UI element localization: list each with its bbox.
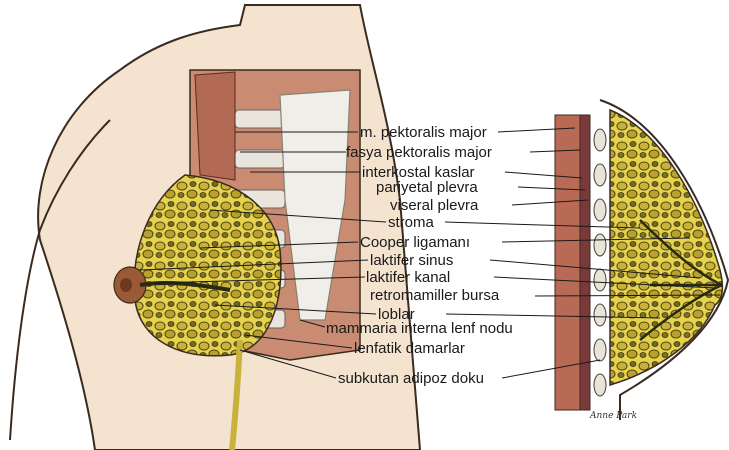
label-laktifer-kanal: laktifer kanal [366,269,450,286]
rib-section [594,339,606,361]
label-viseral-plevra: viseral plevra [390,197,479,214]
pleura-layer [580,115,590,410]
rib-section [594,374,606,396]
rib [235,110,285,128]
rib-section [594,164,606,186]
label-stroma: stroma [388,214,435,231]
label-m-pektoralis-major: m. pektoralis major [360,124,487,141]
nipple-center [120,278,132,292]
pectoral-muscle [195,72,235,180]
rib-sections [594,129,606,396]
artist-signature: Anne Park [589,411,637,421]
label-laktifer-sinus: laktifer sinus [370,252,453,269]
label-lenfatik-damarlar: lenfatik damarlar [354,340,465,357]
label-fasya-pektoralis-major: fasya pektoralis major [346,144,492,161]
rib-section [594,234,606,256]
label-subkutan-adipoz-doku: subkutan adipoz doku [338,370,484,387]
rib [235,150,285,168]
label-mammaria-interna-lenf-nodu: mammaria interna lenf nodu [326,320,513,337]
label-retromamiller-bursa: retromamiller bursa [370,287,500,304]
rib-section [594,199,606,221]
rib-section [594,304,606,326]
label-cooper-ligamani: Cooper ligamanı [360,234,470,251]
side-view [555,100,728,420]
rib-section [594,129,606,151]
rib-section [594,269,606,291]
label-pariyetal-plevra: pariyetal plevra [376,179,478,196]
